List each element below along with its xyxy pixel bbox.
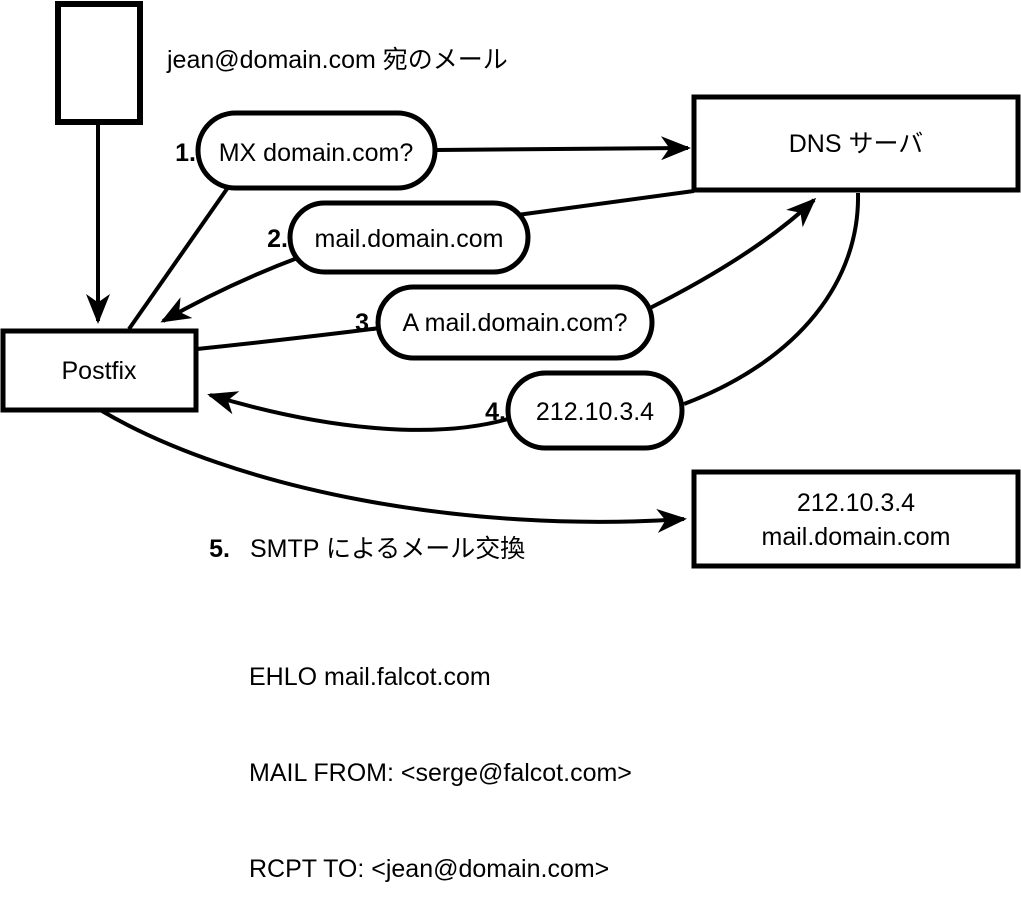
line-dns-to-answer-mx xyxy=(509,189,695,218)
mail-server-node xyxy=(691,469,1021,569)
arrow-query-a-to-dns xyxy=(649,197,817,310)
mail-server-ip-label: 212.10.3.4 xyxy=(797,489,915,517)
step-3-number: 3. xyxy=(355,309,376,337)
dns-server-node xyxy=(691,94,1021,193)
arrow-postfix-to-mail-server xyxy=(100,409,687,533)
step-1-number: 1. xyxy=(175,139,196,167)
bubble-query-a xyxy=(375,284,655,361)
bubble-query-mx-label: MX domain.com? xyxy=(219,139,414,167)
incoming-mail-label: jean@domain.com 宛のメール xyxy=(166,46,508,74)
smtp-line: RCPT TO: <jean@domain.com> xyxy=(249,855,610,883)
smtp-session-transcript: EHLO mail.falcot.com MAIL FROM: <serge@f… xyxy=(249,597,632,919)
bubble-answer-mx-label: mail.domain.com xyxy=(315,225,504,253)
smtp-line: EHLO mail.falcot.com xyxy=(249,663,491,691)
bubble-answer-mx xyxy=(287,200,531,275)
smtp-line: MAIL FROM: <serge@falcot.com> xyxy=(249,759,632,787)
bubble-answer-a-label: 212.10.3.4 xyxy=(536,398,654,426)
postfix-label: Postfix xyxy=(61,357,137,385)
arrow-answer-mx-to-postfix xyxy=(160,255,301,323)
dns-server-label: DNS サーバ xyxy=(789,130,923,158)
line-dns-to-answer-a xyxy=(683,192,861,406)
step-2-number: 2. xyxy=(267,225,288,253)
mail-server-host-label: mail.domain.com xyxy=(762,523,951,551)
bubble-query-mx xyxy=(195,110,438,191)
line-postfix-to-query-a xyxy=(196,326,381,351)
bubble-answer-a xyxy=(505,370,685,451)
line-postfix-to-query-mx xyxy=(127,184,231,331)
step-5-label: SMTP によるメール交換 xyxy=(250,535,525,563)
arrow-query-mx-to-dns xyxy=(435,136,691,161)
bubble-query-a-label: A mail.domain.com? xyxy=(402,309,627,337)
mail-message-icon xyxy=(55,1,143,125)
step-5-number: 5. xyxy=(209,535,230,563)
postfix-node xyxy=(0,328,199,413)
arrow-answer-a-to-postfix xyxy=(207,391,509,432)
step-4-number: 4. xyxy=(485,398,506,426)
